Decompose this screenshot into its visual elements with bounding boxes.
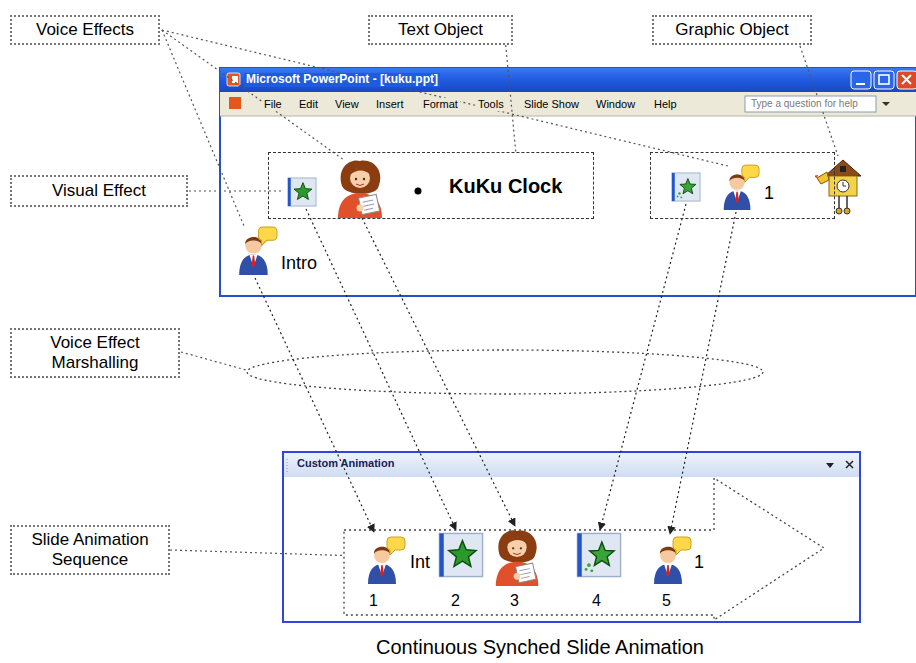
callout-box: Text Object bbox=[368, 15, 513, 45]
callout-box: Voice Effects bbox=[10, 15, 160, 45]
menu-item: Format bbox=[421, 98, 460, 111]
menu-item: Edit bbox=[297, 98, 320, 111]
callout-label: Visual Effect bbox=[52, 181, 146, 201]
callout-label: Voice Effect Marshalling bbox=[18, 333, 172, 372]
graphic-group-box: 1 bbox=[650, 152, 835, 219]
callout-box: Visual Effect bbox=[10, 175, 188, 207]
animation-sequence: Int 1 bbox=[344, 530, 714, 615]
menu-item: Slide Show bbox=[522, 98, 581, 111]
node-label: 1 bbox=[694, 552, 704, 573]
sequence-visual-icon bbox=[439, 533, 482, 576]
graphic-object-icon bbox=[813, 160, 861, 214]
sequence-voice-icon bbox=[368, 537, 405, 584]
callout-label: Voice Effects bbox=[36, 20, 134, 40]
task-panel bbox=[283, 452, 860, 622]
visual-effect-icon bbox=[672, 173, 700, 201]
leader-connector bbox=[506, 45, 516, 152]
node-label: Custom Animation bbox=[297, 457, 394, 470]
sequence-visual-icon bbox=[577, 533, 620, 576]
node-label: Microsoft PowerPoint - [kuku.ppt] bbox=[244, 73, 440, 87]
figure-caption: Continuous Synched Slide Animation bbox=[376, 636, 704, 659]
menu-item: Window bbox=[594, 98, 637, 111]
callout-label: Graphic Object bbox=[675, 20, 788, 40]
voice-effect-icon bbox=[338, 160, 382, 218]
sequence-number: 3 bbox=[510, 592, 519, 610]
sequence-number: 5 bbox=[662, 592, 671, 610]
node-label: 1 bbox=[764, 183, 774, 204]
leader-connector bbox=[170, 550, 344, 556]
marshalling-arrows bbox=[255, 204, 736, 534]
sequence-number: 2 bbox=[451, 592, 460, 610]
menu-item: Insert bbox=[374, 98, 406, 111]
node-label: KuKu Clock bbox=[449, 175, 562, 198]
callout-box: Voice Effect Marshalling bbox=[10, 328, 180, 378]
menu-item: Help bbox=[652, 98, 679, 111]
menu-item: File bbox=[262, 98, 284, 111]
visual-effect-icon bbox=[288, 178, 316, 206]
voice-effect-icon bbox=[724, 165, 759, 210]
app-window bbox=[220, 68, 916, 296]
callout-box: Graphic Object bbox=[652, 15, 812, 45]
sequence-voice-icon bbox=[496, 530, 539, 586]
text-group-box: KuKu Clock bbox=[268, 152, 594, 219]
sequence-number: 1 bbox=[369, 592, 378, 610]
bullet bbox=[415, 188, 422, 195]
node-label: Int bbox=[410, 552, 430, 573]
callout-label: Slide Animation Sequence bbox=[18, 530, 162, 569]
sequence-number: 4 bbox=[592, 592, 601, 610]
help-search-box: Type a question for help bbox=[749, 98, 860, 110]
menu-item: View bbox=[333, 98, 361, 111]
leader-lines bbox=[162, 30, 838, 370]
sequence-voice-icon bbox=[654, 537, 691, 584]
sequence-arrow bbox=[344, 478, 824, 620]
callout-box: Slide Animation Sequence bbox=[10, 525, 170, 575]
menu-item: Tools bbox=[476, 98, 506, 111]
voice-effect-icon bbox=[239, 227, 277, 275]
voice-effect-name: Intro bbox=[281, 253, 317, 274]
callout-label: Text Object bbox=[398, 20, 483, 40]
marshalling-ellipse bbox=[247, 350, 763, 394]
